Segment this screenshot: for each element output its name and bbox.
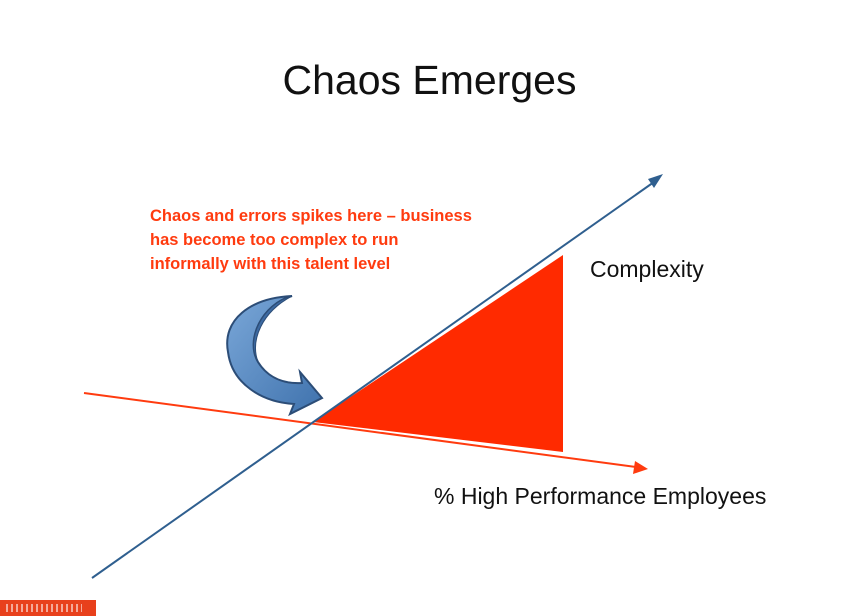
complexity-axis-line — [91, 181, 655, 579]
callout-line-3: informally with this talent level — [150, 255, 391, 273]
curved-down-right-arrow-icon — [226, 295, 324, 417]
callout-line-1: Chaos and errors spikes here – business — [150, 207, 472, 225]
corner-logo-mark — [6, 604, 82, 612]
performance-axis-label: % High Performance Employees — [434, 483, 767, 509]
complexity-axis-label: Complexity — [590, 256, 704, 282]
performance-axis-line — [83, 392, 637, 468]
corner-logo-badge — [0, 600, 96, 616]
performance-axis-arrowhead — [633, 461, 648, 474]
chaos-callout: Chaos and errors spikes here – business … — [150, 204, 550, 276]
slide-title: Chaos Emerges — [282, 57, 577, 103]
callout-line-2: has become too complex to run — [150, 231, 399, 249]
chaos-region — [313, 255, 563, 452]
complexity-axis-arrowhead — [648, 174, 663, 188]
